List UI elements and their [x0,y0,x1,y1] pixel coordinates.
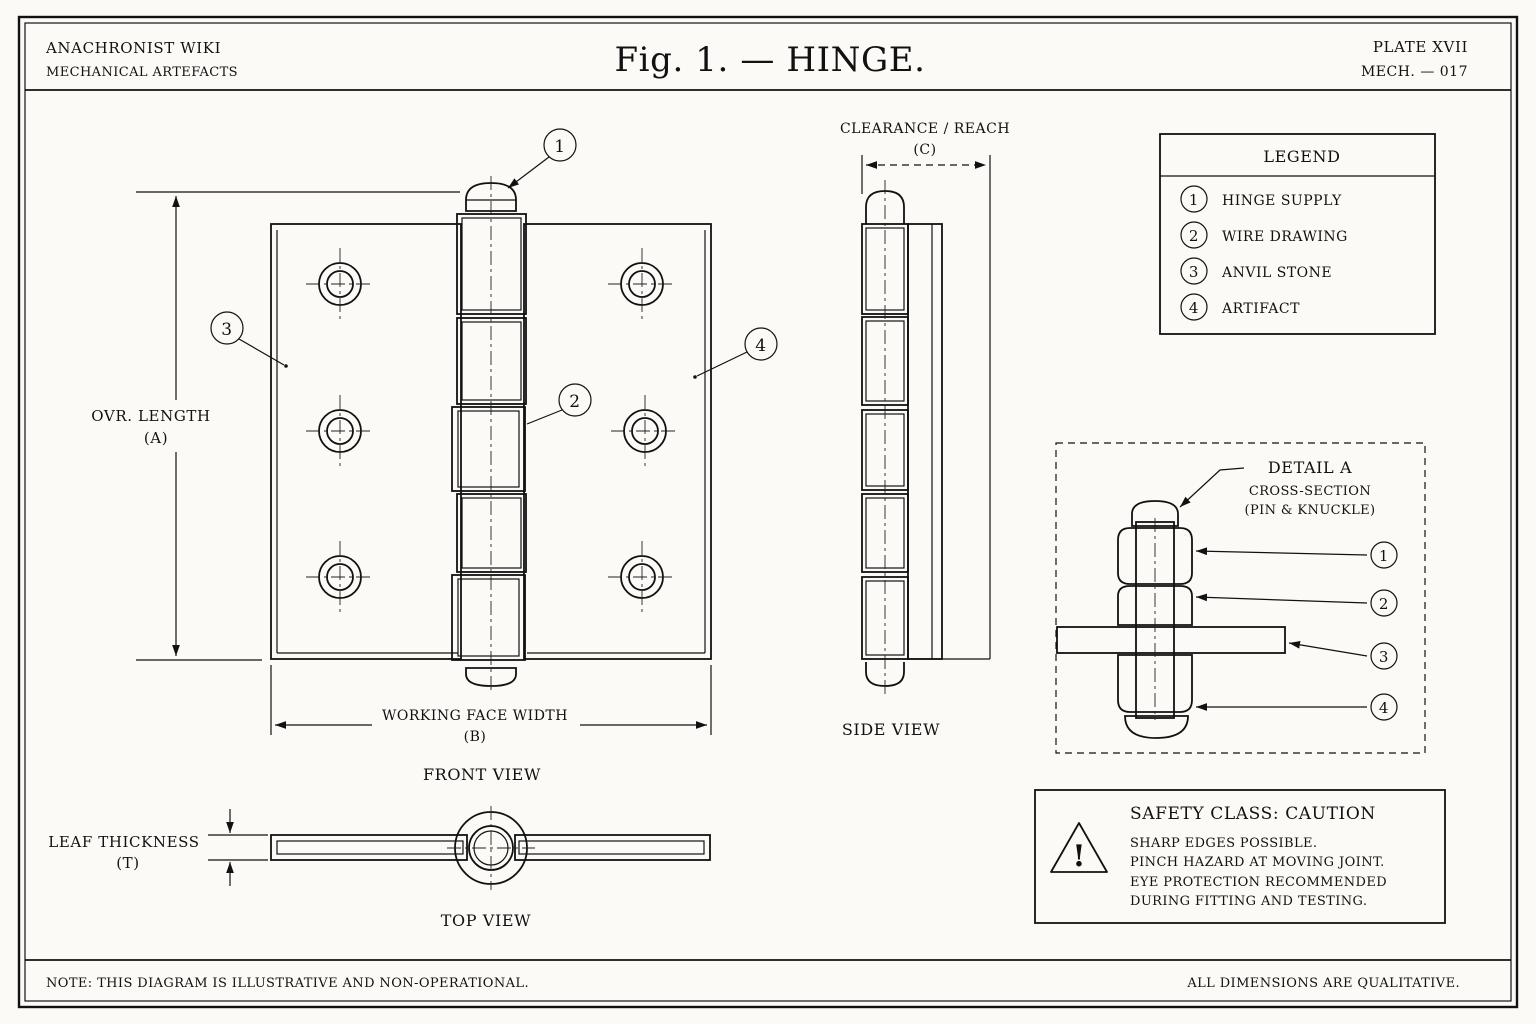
screw-hole-right-top [608,248,676,320]
svg-text:4: 4 [1379,699,1389,717]
side-view: CLEARANCE / REACH (C) SIDE VIEW [840,121,1010,739]
detail-callout-3: 3 [1288,641,1398,670]
thickness-label: LEAF THICKNESS [48,833,199,851]
safety-line: EYE PROTECTION RECOMMENDED [1130,875,1387,890]
svg-text:4: 4 [1189,299,1199,317]
width-symbol: (B) [464,729,487,745]
clearance-symbol: (C) [913,142,936,158]
legend-box: LEGEND 1 HINGE SUPPLY 2 WIRE DRAWING 3 A… [1159,133,1436,335]
screw-hole-left-top [306,248,374,320]
sheet-border [17,15,1519,1009]
detail-subtitle-1: CROSS-SECTION [1249,484,1371,499]
legend-item: 4 ARTIFACT [1180,293,1300,321]
safety-line: PINCH HAZARD AT MOVING JOINT. [1130,855,1385,870]
safety-box: ! SAFETY CLASS: CAUTION SHARP EDGES POSS… [1034,789,1446,924]
side-leaf [907,223,943,660]
thickness-symbol: (T) [116,854,140,872]
left-leaf [270,223,462,660]
page-title: Fig. 1. — HINGE. [614,40,925,80]
screw-hole-left-bottom [306,541,374,613]
footer-note: NOTE: THIS DIAGRAM IS ILLUSTRATIVE AND N… [46,976,529,991]
drawing-code: MECH. — 017 [1361,64,1468,80]
svg-text:1: 1 [1189,191,1199,209]
length-symbol: (A) [144,429,168,447]
front-view: 1 2 3 4 OVR. LENGTH (A) [91,128,778,784]
top-view: LEAF THICKNESS (T) TOP VIEW [48,806,711,930]
clearance-label: CLEARANCE / REACH [840,121,1010,137]
detail-callout-1: 1 [1195,541,1398,569]
detail-callout-2: 2 [1195,589,1398,617]
dimension-clearance: CLEARANCE / REACH (C) [840,121,1010,659]
svg-text:2: 2 [1189,227,1199,245]
legend-item: 3 ANVIL STONE [1180,257,1332,285]
legend-item: 1 HINGE SUPPLY [1180,185,1342,213]
svg-text:!: ! [1072,839,1085,874]
svg-text:1: 1 [1379,547,1389,565]
category-label: MECHANICAL ARTEFACTS [46,65,238,80]
svg-text:1: 1 [554,137,565,157]
safety-title: SAFETY CLASS: CAUTION [1130,804,1376,824]
svg-text:3: 3 [221,320,232,340]
svg-text:HINGE SUPPLY: HINGE SUPPLY [1222,193,1342,209]
svg-text:2: 2 [569,392,580,412]
dimension-overall-length: OVR. LENGTH (A) [91,191,460,661]
legend-item: 2 WIRE DRAWING [1180,221,1348,249]
title-block: ANACHRONIST WIKI MECHANICAL ARTEFACTS Fi… [45,38,1468,80]
safety-line: DURING FITTING AND TESTING. [1130,894,1367,909]
svg-text:ANVIL STONE: ANVIL STONE [1221,265,1332,281]
dimension-leaf-thickness: LEAF THICKNESS (T) [48,809,268,886]
safety-line: SHARP EDGES POSSIBLE. [1130,836,1317,851]
svg-text:2: 2 [1379,595,1389,613]
footer: NOTE: THIS DIAGRAM IS ILLUSTRATIVE AND N… [46,976,1460,991]
dimension-working-face-width: WORKING FACE WIDTH (B) [270,665,712,745]
screw-hole-right-mid [611,395,679,467]
detail-subtitle-2: (PIN & KNUCKLE) [1244,503,1375,518]
plate-number: PLATE XVII [1373,38,1468,56]
legend-title: LEGEND [1263,147,1340,166]
detail-callout-4: 4 [1196,693,1398,721]
detail-title: DETAIL A [1268,458,1352,477]
right-leaf [523,223,712,660]
screw-hole-right-bottom [608,541,676,613]
top-view-label: TOP VIEW [441,911,531,930]
footer-dimensions-note: ALL DIMENSIONS ARE QUALITATIVE. [1186,976,1460,991]
callout-3: 3 [210,311,288,368]
svg-text:3: 3 [1189,263,1199,281]
side-view-label: SIDE VIEW [842,720,940,739]
length-label: OVR. LENGTH [91,407,210,425]
callout-1: 1 [507,128,577,189]
width-label: WORKING FACE WIDTH [382,708,568,724]
svg-text:3: 3 [1379,648,1389,666]
knuckle-stack [451,213,527,661]
screw-hole-left-mid [306,395,374,467]
svg-text:ARTIFACT: ARTIFACT [1221,301,1300,317]
wiki-name: ANACHRONIST WIKI [45,39,221,57]
callout-4: 4 [693,327,778,379]
svg-text:4: 4 [755,336,766,356]
callout-2: 2 [526,383,592,425]
detail-a-cross-section: DETAIL A CROSS-SECTION (PIN & KNUCKLE) 1… [1055,442,1426,754]
front-view-label: FRONT VIEW [423,765,541,784]
svg-text:WIRE DRAWING: WIRE DRAWING [1222,229,1348,245]
warning-icon: ! [1050,822,1108,874]
